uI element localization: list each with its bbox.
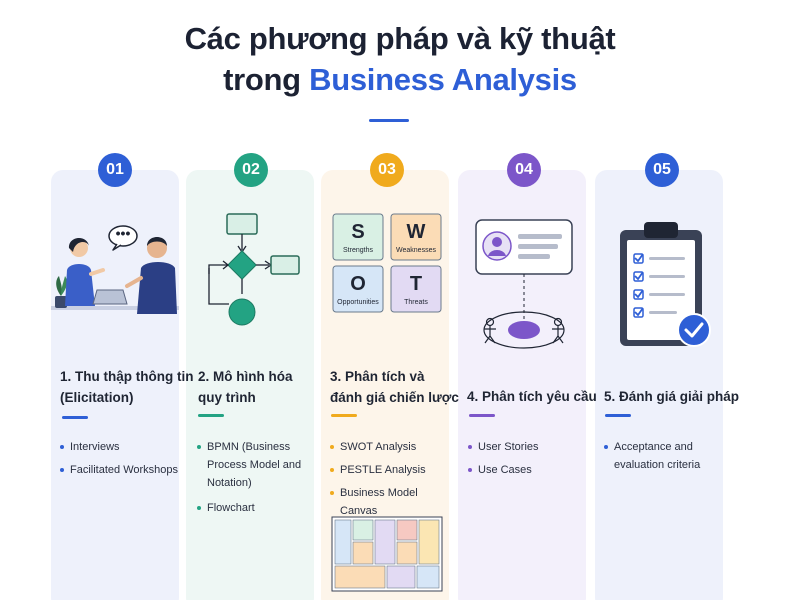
step-heading-4-line1: 4. Phân tích yêu cầu [467, 389, 597, 404]
title-underline [369, 119, 409, 122]
step-badge-5: 05 [645, 153, 679, 187]
step-card-2 [186, 170, 314, 600]
step-heading-5-line1: 5. Đánh giá giải pháp [604, 389, 740, 404]
heading-underline-4 [469, 414, 495, 417]
step-heading-1: 1. Thu thập thông tin (Elicitation) [60, 366, 193, 408]
list-item: PESTLE Analysis [330, 461, 450, 479]
conversation-illustration: ••• [51, 225, 179, 314]
title-line-2: trong Business Analysis [0, 59, 800, 100]
step-badge-4: 04 [507, 153, 541, 187]
list-item: Interviews [60, 438, 178, 456]
heading-underline-1 [62, 416, 88, 419]
business-model-canvas-illustration [331, 516, 443, 592]
flowchart-illustration [208, 213, 300, 326]
page-title: Các phương pháp và kỹ thuật trong Busine… [0, 18, 800, 100]
title-line-1: Các phương pháp và kỹ thuật [184, 21, 616, 56]
swot-label-t: Threats [404, 299, 428, 306]
list-item: Use Cases [468, 461, 584, 479]
step-badge-1: 01 [98, 153, 132, 187]
step-heading-1-line2: (Elicitation) [60, 390, 134, 405]
step-heading-2-line1: 2. Mô hình hóa [198, 369, 293, 384]
swot-letter-t: T [410, 273, 422, 295]
step-heading-5: 5. Đánh giá giải pháp [604, 386, 739, 407]
swot-letter-o: O [350, 273, 366, 295]
step-list-3: SWOT Analysis PESTLE Analysis Business M… [330, 438, 450, 525]
list-item: User Stories [468, 438, 584, 456]
svg-text:•••: ••• [116, 225, 131, 241]
swot-letter-s: S [351, 221, 364, 243]
step-heading-1-line1: 1. Thu thập thông tin [60, 369, 194, 384]
list-item: Facilitated Workshops [60, 461, 178, 479]
step-heading-4: 4. Phân tích yêu cầu [467, 386, 597, 407]
heading-underline-3 [331, 414, 357, 417]
step-heading-2: 2. Mô hình hóa quy trình [198, 366, 293, 408]
swot-illustration: S Strengths W Weaknesses O Opportunities… [332, 213, 442, 313]
title-accent: Business Analysis [309, 62, 577, 97]
swot-label-w: Weaknesses [396, 247, 436, 254]
step-heading-3-line1: 3. Phân tích và [330, 369, 425, 384]
heading-underline-5 [605, 414, 631, 417]
swot-label-o: Opportunities [337, 299, 379, 306]
list-item: SWOT Analysis [330, 438, 450, 456]
step-heading-3: 3. Phân tích và đánh giá chiến lược [330, 366, 459, 408]
swot-letter-w: W [407, 221, 426, 243]
swot-label-s: Strengths [343, 247, 373, 254]
step-list-1: Interviews Facilitated Workshops [60, 438, 178, 484]
step-badge-3: 03 [370, 153, 404, 187]
heading-underline-2 [198, 414, 224, 417]
list-item: Flowchart [197, 499, 313, 517]
clipboard-checklist-illustration [620, 222, 711, 347]
step-badge-2: 02 [234, 153, 268, 187]
use-case-illustration [475, 219, 573, 349]
step-heading-3-line2: đánh giá chiến lược [330, 390, 459, 405]
title-prefix: trong [223, 62, 310, 97]
step-list-4: User Stories Use Cases [468, 438, 584, 484]
step-heading-2-line2: quy trình [198, 390, 256, 405]
list-item: Business Model Canvas [330, 484, 450, 520]
